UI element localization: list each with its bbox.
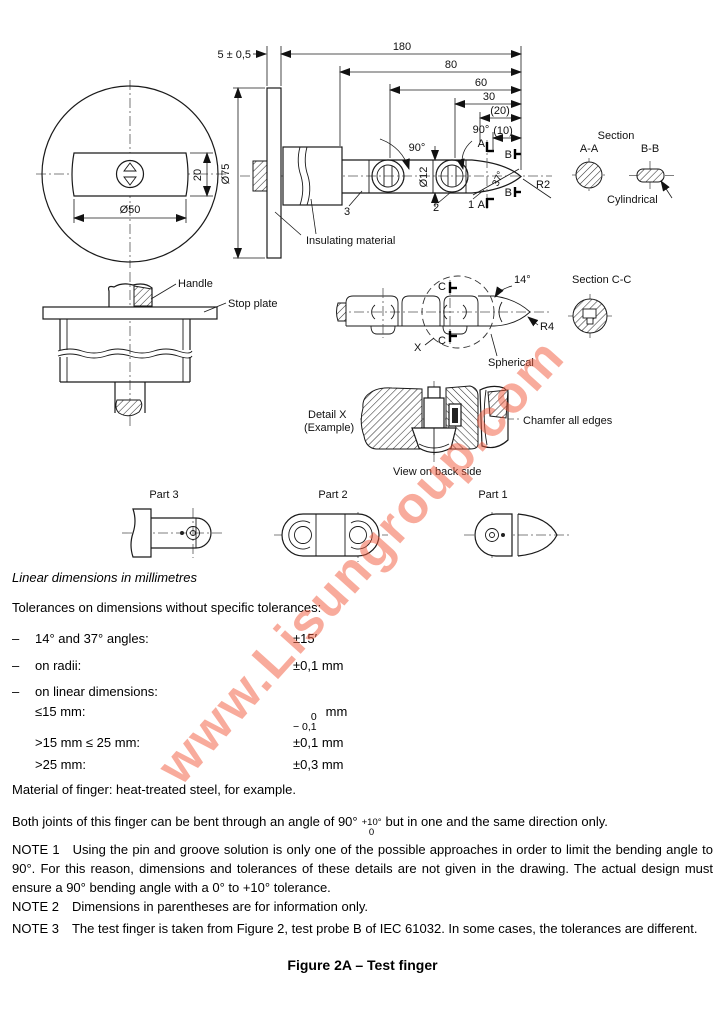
dim-80: 80 bbox=[445, 59, 457, 71]
dim-20-paren: (20) bbox=[490, 105, 510, 117]
dim-dia75: Ø75 bbox=[220, 164, 232, 185]
section-bb-label: B-B bbox=[641, 143, 659, 155]
section-cc-label: Section C-C bbox=[572, 274, 631, 286]
label-insulating-material: Insulating material bbox=[306, 235, 395, 247]
tolerance-subrow: ≤15 mm: 0 − 0,1 mm bbox=[12, 704, 718, 732]
dim-dia12: Ø12 bbox=[418, 167, 430, 188]
tolerance-label: >15 mm ≤ 25 mm: bbox=[35, 735, 141, 750]
direction-knob-icon bbox=[115, 159, 145, 189]
stacked-tolerance: 0 − 0,1 bbox=[293, 711, 317, 733]
tolerance-label: on linear dimensions: bbox=[35, 684, 158, 699]
tolerance-label: >25 mm: bbox=[35, 757, 86, 772]
label-cylindrical: Cylindrical bbox=[607, 194, 658, 206]
bent-finger-view: C C X 14° R4 Spherical Section C-C bbox=[336, 274, 631, 369]
label-handle: Handle bbox=[178, 278, 213, 290]
handle-view: Handle Stop plate bbox=[42, 272, 278, 428]
up-arrow-icon bbox=[123, 162, 137, 172]
marker-b-top: B bbox=[505, 149, 512, 161]
technical-drawing: Ø50 20 37° R2 A A bbox=[36, 41, 674, 562]
side-view: 37° R2 A A B B 3 2 1 Insulating material bbox=[240, 87, 552, 259]
parts-row: Part 3 Part 2 Part 1 bbox=[122, 489, 570, 562]
ref-1: 1 bbox=[468, 199, 474, 211]
dimension-stack: 5 ± 0,5 180 80 60 30 (20) (10) 90° 90° Ø… bbox=[217, 41, 522, 259]
detail-x-view: Detail X (Example) Chamfer all edges Vie… bbox=[304, 381, 613, 478]
label-view-back: View on back side bbox=[393, 466, 481, 478]
tolerance-label: 14° and 37° angles: bbox=[35, 631, 149, 646]
part2-label: Part 2 bbox=[318, 489, 347, 501]
ref-x: X bbox=[414, 342, 422, 354]
bend-note: Both joints of this finger can be bent t… bbox=[12, 814, 608, 838]
marker-c-bottom: C bbox=[438, 335, 446, 347]
dim-60: 60 bbox=[475, 77, 487, 89]
bullet-dash: – bbox=[12, 684, 20, 699]
label-stop-plate: Stop plate bbox=[228, 298, 278, 310]
tolerance-value: ±15′ bbox=[293, 631, 318, 646]
tolerance-subrow: >15 mm ≤ 25 mm: ±0,1 mm bbox=[12, 735, 718, 753]
section-aa-label: A-A bbox=[580, 143, 599, 155]
figure-caption: Figure 2A – Test finger bbox=[287, 957, 438, 973]
stacked-tolerance: +10°0 bbox=[361, 817, 382, 838]
marker-b-bottom: B bbox=[505, 187, 512, 199]
tolerance-value: ±0,3 mm bbox=[293, 757, 344, 772]
tolerance-subrow: >25 mm: ±0,3 mm bbox=[12, 757, 718, 775]
material-note: Material of finger: heat-treated steel, … bbox=[12, 782, 296, 797]
dim-r4: R4 bbox=[540, 321, 554, 333]
tolerance-row: – on radii: ±0,1 mm bbox=[12, 658, 718, 676]
ref-3: 3 bbox=[344, 206, 350, 218]
front-view: Ø50 20 bbox=[36, 80, 226, 268]
section-title: Section bbox=[598, 130, 635, 142]
dim-5: 5 ± 0,5 bbox=[217, 49, 251, 61]
tolerance-label: ≤15 mm: bbox=[35, 704, 86, 719]
dim-30: 30 bbox=[483, 91, 495, 103]
part3-label: Part 3 bbox=[149, 489, 178, 501]
part1-label: Part 1 bbox=[478, 489, 507, 501]
dim-10-paren: (10) bbox=[493, 125, 513, 137]
down-arrow-icon bbox=[123, 176, 137, 186]
marker-a-bottom: A bbox=[478, 199, 486, 211]
detail-x-title: Detail X bbox=[308, 409, 347, 421]
dim-angle14: 14° bbox=[514, 274, 531, 286]
tolerance-value: ±0,1 mm bbox=[293, 735, 344, 750]
detail-x-subtitle: (Example) bbox=[304, 422, 354, 434]
dim-180: 180 bbox=[393, 41, 411, 53]
tolerance-row: – on linear dimensions: bbox=[12, 684, 718, 702]
tolerance-row: – 14° and 37° angles: ±15′ bbox=[12, 631, 718, 649]
dim-r2: R2 bbox=[536, 179, 550, 191]
dim-angle90-right: 90° bbox=[473, 124, 490, 136]
label-chamfer: Chamfer all edges bbox=[523, 415, 613, 427]
ref-2: 2 bbox=[433, 202, 439, 214]
bullet-dash: – bbox=[12, 658, 20, 673]
marker-a-top: A bbox=[478, 138, 486, 150]
dimension-note: Linear dimensions in millimetres bbox=[12, 570, 197, 585]
tolerance-label: on radii: bbox=[35, 658, 82, 673]
section-aa-bb: Section A-A B-B Cylindrical bbox=[572, 130, 674, 206]
tolerance-value: ±0,1 mm bbox=[293, 658, 344, 673]
tolerances-heading: Tolerances on dimensions without specifi… bbox=[12, 600, 322, 615]
label-spherical: Spherical bbox=[488, 357, 534, 369]
bullet-dash: – bbox=[12, 631, 20, 646]
marker-c-top: C bbox=[438, 281, 446, 293]
dim-20: 20 bbox=[192, 169, 204, 181]
dim-dia50: Ø50 bbox=[120, 204, 141, 216]
tolerance-value: 0 − 0,1 mm bbox=[293, 704, 348, 733]
dim-angle90-left: 90° bbox=[409, 142, 426, 154]
